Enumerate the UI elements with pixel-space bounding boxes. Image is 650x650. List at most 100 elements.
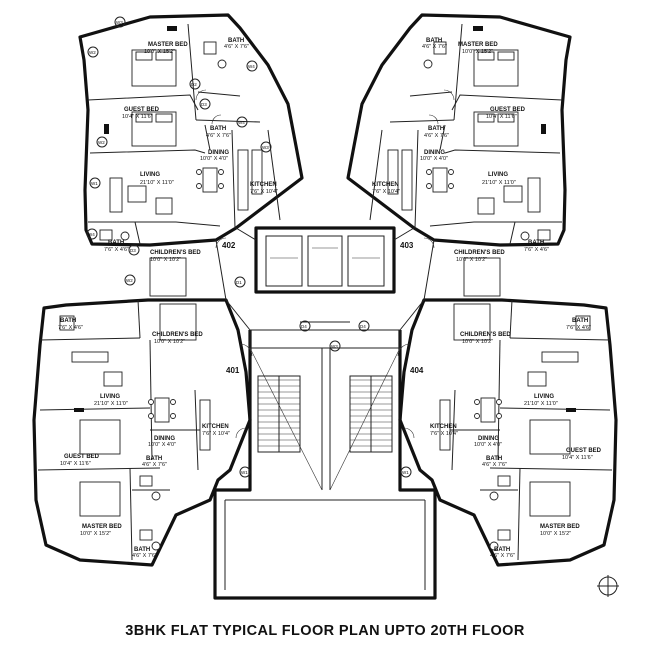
flat-403-partitions	[369, 23, 563, 245]
room-guest-bed-404: GUEST BED	[566, 448, 602, 454]
svg-text:W2: W2	[126, 278, 133, 283]
svg-text:7'6" X 10'4": 7'6" X 10'4"	[430, 431, 458, 437]
labels-404: BATH 7'6" X 4'6" CHILDREN'S BED 10'0" X …	[410, 318, 602, 559]
room-kitchen-402: KITCHEN	[250, 182, 277, 188]
room-guest-bed-402: GUEST BED	[124, 107, 160, 113]
lift-core	[254, 226, 396, 294]
lobby-corridors	[215, 227, 435, 331]
svg-text:10'0" X 4'0": 10'0" X 4'0"	[474, 442, 502, 448]
flat-402-partitions	[87, 23, 281, 245]
svg-text:BATH: BATH	[426, 38, 442, 44]
svg-text:W3: W3	[331, 344, 338, 349]
svg-text:7'6" X 10'4": 7'6" X 10'4"	[202, 431, 230, 437]
room-childrens-bed-401: CHILDREN'S BED	[152, 332, 203, 338]
room-master-bed-403: MASTER BED	[458, 42, 498, 48]
svg-text:7'6" X 4'6": 7'6" X 4'6"	[566, 325, 591, 331]
svg-text:4'6" X 7'6": 4'6" X 7'6"	[422, 44, 447, 50]
room-kitchen-401: KITCHEN	[202, 424, 229, 430]
labels-403: MASTER BED 10'0" X 15'2" BATH 4'6" X 7'6…	[372, 38, 549, 263]
svg-text:21'10" X 11'0": 21'10" X 11'0"	[94, 401, 128, 407]
tag-d2-a: D2	[189, 78, 201, 90]
room-guest-bed-403: GUEST BED	[490, 107, 526, 113]
svg-text:W2: W2	[89, 50, 96, 55]
room-childrens-bed-403: CHILDREN'S BED	[454, 250, 505, 256]
labels-401: BATH 7'6" X 4'6" CHILDREN'S BED 10'0" X …	[58, 318, 240, 559]
svg-text:7'6" X 4'6": 7'6" X 4'6"	[524, 247, 549, 253]
tag-d4-a: D4	[299, 320, 311, 332]
tag-d1-a: D1	[234, 276, 246, 288]
tag-d3-a: D3	[199, 98, 211, 110]
svg-text:10'0" X 10'2": 10'0" X 10'2"	[150, 257, 181, 263]
svg-text:BATH: BATH	[486, 456, 502, 462]
svg-text:BATH: BATH	[228, 38, 244, 44]
svg-text:7'6" X 4'6": 7'6" X 4'6"	[58, 325, 83, 331]
tag-w4-c: W4	[86, 228, 98, 240]
svg-text:4'6" X 7'6": 4'6" X 7'6"	[424, 133, 449, 139]
unit-402: 402	[222, 241, 236, 250]
svg-text:10'4" X 11'6": 10'4" X 11'6"	[486, 114, 517, 120]
tag-w4-a: W4	[246, 60, 258, 72]
plan-caption: 3BHK FLAT TYPICAL FLOOR PLAN UPTO 20TH F…	[125, 623, 525, 639]
svg-text:4'6" X 7'6": 4'6" X 7'6"	[132, 553, 157, 559]
room-dining-401: DINING	[154, 436, 175, 442]
unit-404: 404	[410, 366, 424, 375]
labels-402: MASTER BED 10'0" X 15'2" BATH 4'6" X 7'6…	[104, 38, 278, 263]
svg-text:W2: W2	[98, 140, 105, 145]
svg-text:10'4" X 11'6": 10'4" X 11'6"	[122, 114, 153, 120]
room-dining-402: DINING	[208, 150, 229, 156]
svg-text:W1: W1	[241, 470, 248, 475]
svg-text:BATH: BATH	[134, 547, 150, 553]
tag-w3-b: W3	[260, 141, 272, 153]
svg-text:BATH: BATH	[572, 318, 588, 324]
svg-text:10'0" X 10'2": 10'0" X 10'2"	[154, 339, 185, 345]
svg-text:W1: W1	[402, 470, 409, 475]
svg-text:10'0" X 15'2": 10'0" X 15'2"	[144, 49, 175, 55]
tag-w3-c: W3	[329, 340, 341, 352]
svg-text:10'4" X 11'6": 10'4" X 11'6"	[562, 455, 593, 461]
room-master-bed-401: MASTER BED	[82, 524, 122, 530]
svg-text:4'6" X 7'6": 4'6" X 7'6"	[490, 553, 515, 559]
stair-treads-right	[349, 375, 393, 453]
svg-text:D1: D1	[236, 280, 242, 285]
svg-text:W1: W1	[91, 181, 98, 186]
staircase-block	[213, 329, 437, 600]
unit-403: 403	[400, 241, 414, 250]
svg-text:D3: D3	[201, 102, 207, 107]
svg-text:10'0" X 15'2": 10'0" X 15'2"	[462, 49, 493, 55]
room-living-403: LIVING	[488, 172, 508, 178]
room-childrens-bed-404: CHILDREN'S BED	[460, 332, 511, 338]
svg-text:W4: W4	[248, 64, 255, 69]
tag-d3-b: D3	[128, 244, 140, 256]
svg-text:4'6" X 7'6": 4'6" X 7'6"	[482, 462, 507, 468]
room-guest-bed-401: GUEST BED	[64, 454, 100, 460]
unit-401: 401	[226, 366, 240, 375]
opening-tags: W3 W4 W2 D2 D3 W4 W2 W3 W1 W4 D3 W2 D1 D…	[86, 16, 412, 478]
svg-text:W4: W4	[88, 232, 95, 237]
svg-text:10'0" X 15'2": 10'0" X 15'2"	[540, 531, 571, 537]
svg-text:7'6" X 4'6": 7'6" X 4'6"	[104, 247, 129, 253]
tag-w3-a: W3	[114, 16, 126, 28]
svg-text:10'0" X 10'2": 10'0" X 10'2"	[456, 257, 487, 263]
room-living-404: LIVING	[534, 394, 554, 400]
tag-w4-b: W4	[236, 116, 248, 128]
room-kitchen-403: KITCHEN	[372, 182, 399, 188]
svg-text:BATH: BATH	[60, 318, 76, 324]
svg-text:21'10" X 11'0": 21'10" X 11'0"	[140, 180, 174, 186]
svg-text:7'6" X 10'4": 7'6" X 10'4"	[250, 189, 278, 195]
svg-text:10'0" X 4'0": 10'0" X 4'0"	[420, 156, 448, 162]
svg-text:W3: W3	[116, 20, 123, 25]
svg-text:21'10" X 11'0": 21'10" X 11'0"	[524, 401, 558, 407]
svg-text:4'6" X 7'6": 4'6" X 7'6"	[224, 44, 249, 50]
svg-text:D3: D3	[130, 248, 136, 253]
svg-text:BATH: BATH	[528, 240, 544, 246]
door-swings	[195, 89, 455, 439]
north-arrow-icon	[597, 575, 619, 597]
tag-w2-c: W2	[124, 274, 136, 286]
tag-w2-b: W2	[96, 136, 108, 148]
tag-w1-c: W1	[400, 466, 412, 478]
flat-404-outline	[398, 298, 618, 567]
room-kitchen-404: KITCHEN	[430, 424, 457, 430]
svg-text:W4: W4	[238, 120, 245, 125]
svg-text:D4: D4	[301, 324, 307, 329]
